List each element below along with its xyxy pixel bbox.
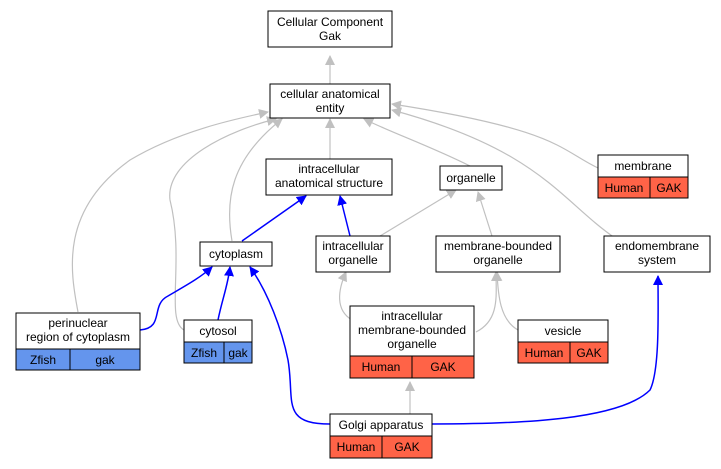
gene-cell [649, 176, 689, 199]
node-label-line: organelle [387, 337, 437, 351]
node-label-line: system [638, 253, 676, 267]
node-label-line: organelle [446, 171, 496, 185]
gray-edges [71, 55, 616, 414]
species-label: Human [525, 346, 564, 360]
gene-cell [223, 341, 253, 364]
edge-golgi-endo [431, 275, 664, 425]
edge-cytosol-cytoplasm [217, 266, 234, 321]
node-label-line: anatomical structure [275, 176, 383, 190]
node-label-line: cytoplasm [209, 247, 263, 261]
edge-membrane-cae [391, 100, 599, 169]
gene-label: gak [228, 346, 248, 360]
edge-imbo-io [337, 271, 353, 321]
species-label: Human [362, 360, 401, 374]
node-label-line: entity [316, 101, 345, 115]
node-endomembrane-system[interactable]: endomembrane system [603, 235, 711, 273]
gene-cell [381, 435, 433, 459]
node-cytoplasm[interactable]: cytoplasm [199, 241, 273, 267]
blue-edges [139, 195, 664, 425]
node-label-line: cytosol [199, 324, 236, 338]
edge-endo-cae [391, 107, 616, 239]
node-label-line: cellular anatomical [280, 87, 379, 101]
gene-label: GAK [430, 360, 455, 374]
node-perinuclear-region[interactable]: perinuclear region of cytoplasm Zfish ga… [15, 312, 141, 371]
node-label-line: Golgi apparatus [339, 418, 424, 432]
node-label-line: intracellular [322, 239, 383, 253]
node-label-line: organelle [473, 253, 523, 267]
node-label-line: perinuclear [48, 316, 107, 330]
gene-cell [411, 355, 475, 379]
node-label-line: membrane-bounded [358, 323, 466, 337]
node-intracellular-organelle[interactable]: intracellular organelle [315, 235, 391, 273]
node-label-line: membrane-bounded [444, 239, 552, 253]
node-label-line: intracellular [381, 309, 442, 323]
node-intracellular-anatomical-structure[interactable]: intracellular anatomical structure [265, 158, 393, 196]
node-label-line: Gak [319, 29, 342, 43]
edge-io-ias [337, 195, 351, 237]
edge-perinuclear-cae [71, 108, 269, 313]
edge-cytoplasm-cae [228, 118, 283, 242]
gene-cell [569, 341, 609, 364]
edge-perinuclear-cytoplasm [139, 266, 213, 331]
node-label-line: vesicle [545, 324, 582, 338]
edge-cytosol-cae [169, 116, 277, 331]
edge-cytoplasm-ias [241, 195, 307, 242]
gene-label: GAK [576, 346, 601, 360]
node-membrane-bounded-organelle[interactable]: membrane-bounded organelle [435, 235, 561, 273]
node-label-line: region of cytoplasm [26, 330, 130, 344]
edge-organelle-cae [363, 118, 471, 167]
node-label-line: membrane [614, 159, 672, 173]
edge-imbo-mbo [475, 271, 502, 333]
species-label: Zfish [191, 346, 217, 360]
gene-label: GAK [656, 181, 681, 195]
edge-golgi-cytoplasm [249, 266, 331, 425]
gene-cell [69, 348, 141, 371]
node-root[interactable]: Cellular Component Gak [267, 10, 393, 48]
node-organelle[interactable]: organelle [439, 165, 503, 191]
species-label: Zfish [30, 353, 56, 367]
edge-io-organelle [379, 189, 457, 237]
node-label-line: Cellular Component [277, 15, 384, 29]
node-label-line: endomembrane [615, 239, 699, 253]
edge-mbo-organelle [475, 191, 493, 237]
node-golgi-apparatus[interactable]: Golgi apparatus Human GAK [329, 413, 433, 459]
node-membrane[interactable]: membrane Human GAK [597, 154, 689, 199]
gene-label: gak [95, 353, 115, 367]
node-label-line: intracellular [298, 162, 359, 176]
species-label: Human [605, 181, 644, 195]
node-cellular-anatomical-entity[interactable]: cellular anatomical entity [269, 83, 391, 119]
species-label: Human [337, 440, 376, 454]
edge-vesicle-mbo [492, 271, 519, 331]
gene-label: GAK [394, 440, 419, 454]
node-label-line: organelle [328, 253, 378, 267]
node-vesicle[interactable]: vesicle Human GAK [517, 319, 609, 364]
node-cytosol[interactable]: cytosol Zfish gak [183, 319, 253, 364]
node-intracellular-membrane-bounded-organelle[interactable]: intracellular membrane-bounded organelle… [349, 305, 475, 379]
